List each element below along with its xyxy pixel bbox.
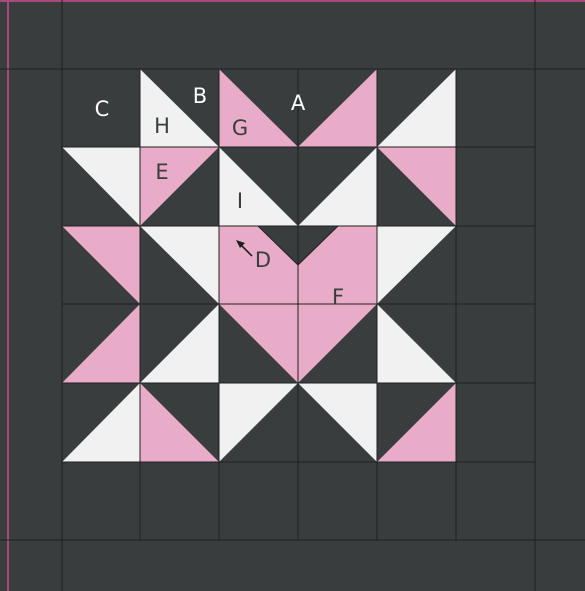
label-h: H	[154, 114, 170, 138]
label-d: D	[255, 248, 271, 272]
label-c: C	[95, 97, 110, 121]
label-f: F	[332, 285, 344, 309]
label-a: A	[291, 91, 306, 115]
label-b: B	[193, 84, 207, 108]
label-i: I	[237, 189, 243, 213]
label-e: E	[155, 160, 168, 184]
label-g: G	[232, 116, 248, 140]
